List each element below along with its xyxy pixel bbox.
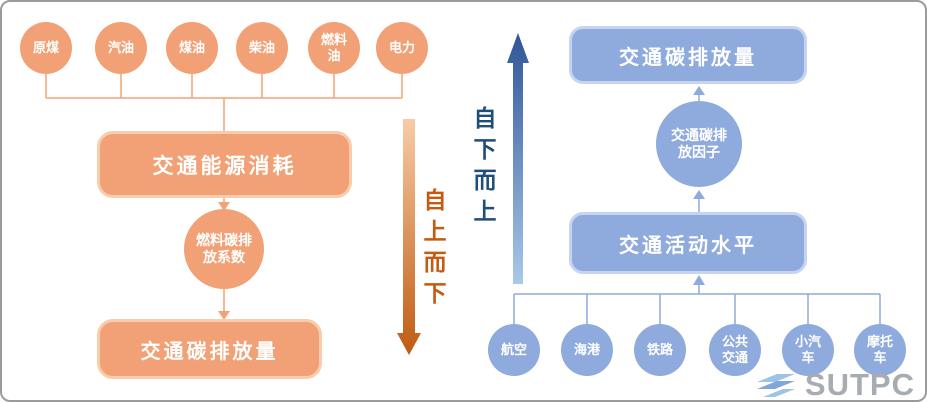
energy-source-circle: 柴油 <box>236 22 288 74</box>
energy-source-label: 煤油 <box>178 40 205 56</box>
fuel-emission-factor-label: 燃料碳排放系数 <box>196 232 252 265</box>
transport-mode-label: 公共交通 <box>721 334 748 365</box>
energy-consumption-label: 交通能源消耗 <box>152 154 297 178</box>
transport-mode-circle: 海港 <box>561 324 613 376</box>
transport-mode-label: 海港 <box>573 342 600 358</box>
sutpc-logo-text: SUTPC <box>804 367 915 402</box>
transport-emission-factor-circle: 交通碳排放因子 <box>656 101 742 187</box>
energy-source-label: 燃料油 <box>320 32 347 63</box>
energy-source-label: 电力 <box>388 40 415 56</box>
activity-level-label: 交通活动水平 <box>619 234 757 257</box>
energy-source-circle: 电力 <box>376 22 428 74</box>
bottom-up-arrow-icon <box>507 33 529 284</box>
left-carbon-emission-label: 交通碳排放量 <box>140 340 279 363</box>
right-carbon-emission-box: 交通碳排放量 <box>569 26 807 84</box>
top-down-label: 自上而下 <box>420 188 446 312</box>
transport-mode-label: 航空 <box>500 342 527 358</box>
energy-source-label: 原煤 <box>32 40 59 56</box>
energy-source-circle: 汽油 <box>95 22 147 74</box>
bottom-up-label: 自下而上 <box>470 106 496 230</box>
transport-mode-circle: 铁路 <box>634 324 686 376</box>
sutpc-logo-icon <box>756 373 795 397</box>
energy-source-circle: 燃料油 <box>308 22 360 74</box>
fuel-emission-factor-circle: 燃料碳排放系数 <box>184 209 264 289</box>
energy-consumption-box: 交通能源消耗 <box>97 131 352 198</box>
transport-emission-factor-label: 交通碳排放因子 <box>671 127 727 160</box>
top-down-arrow-icon <box>397 119 421 355</box>
transport-mode-label: 铁路 <box>646 342 673 358</box>
left-tree-connectors <box>45 74 403 131</box>
transport-mode-label: 小汽车 <box>794 334 821 365</box>
transport-mode-circle: 航空 <box>488 324 540 376</box>
energy-source-label: 柴油 <box>248 40 275 56</box>
right-carbon-emission-label: 交通碳排放量 <box>619 46 757 69</box>
sutpc-logo: SUTPC <box>755 367 915 402</box>
energy-source-circle: 原煤 <box>20 22 72 74</box>
left-carbon-emission-box: 交通碳排放量 <box>97 319 322 379</box>
transport-mode-circle: 小汽车 <box>782 324 834 376</box>
activity-level-box: 交通活动水平 <box>569 212 807 274</box>
transport-mode-circle: 摩托车 <box>854 324 906 376</box>
energy-source-circle: 煤油 <box>166 22 218 74</box>
transport-mode-circle: 公共交通 <box>709 324 761 376</box>
transport-mode-label: 摩托车 <box>866 334 893 365</box>
energy-source-label: 汽油 <box>107 40 134 56</box>
